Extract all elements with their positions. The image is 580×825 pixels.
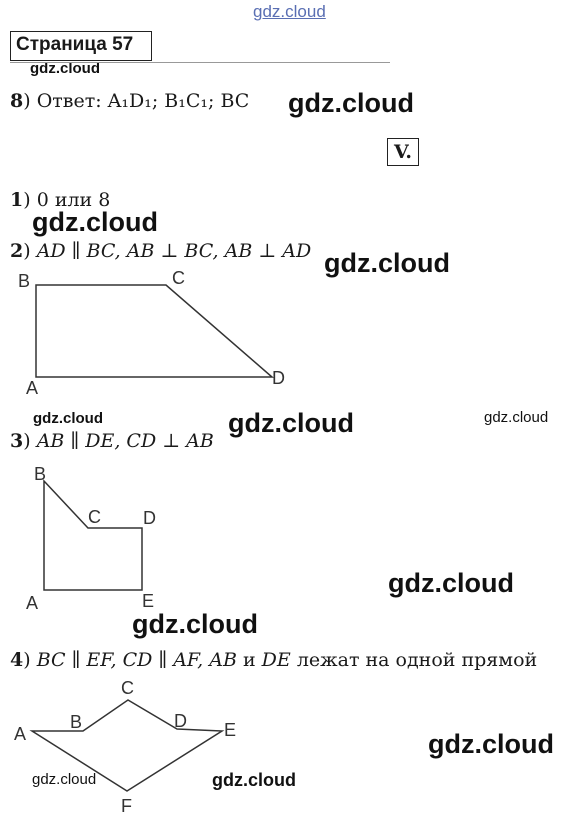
hexagon-shape	[29, 699, 225, 792]
vertex-label: E	[224, 720, 236, 740]
vertex-label: D	[174, 711, 187, 731]
vertex-label: D	[143, 508, 156, 528]
answer-text: Ответ: A₁D₁; B₁C₁; BC	[36, 90, 250, 112]
answer-text: AD ∥ BC, AB ⊥ BC, AB ⊥ AD	[36, 240, 312, 262]
trapezoid-figure: B C A D	[18, 268, 285, 398]
vertex-label: D	[272, 368, 285, 388]
answer-4: 4) BC ∥ EF, CD ∥ AF, AB и DE лежат на од…	[10, 649, 538, 671]
watermark: gdz.cloud	[484, 409, 549, 426]
watermark: gdz.cloud	[324, 248, 450, 278]
answer-math: BC ∥ EF, CD ∥ AF, AB	[36, 649, 237, 671]
answer-8: 8) Ответ: A₁D₁; B₁C₁; BC	[10, 90, 250, 112]
answer-2: 2) AD ∥ BC, AB ⊥ BC, AB ⊥ AD	[10, 240, 312, 262]
answer-text: 0 или 8	[36, 189, 111, 211]
answer-math: DE	[261, 649, 291, 671]
watermark: gdz.cloud	[228, 408, 354, 438]
watermark: gdz.cloud	[212, 770, 296, 790]
answer-number: 2	[10, 240, 24, 262]
vertex-label: C	[172, 268, 185, 288]
vertex-label: F	[121, 796, 132, 816]
section-label: V.	[387, 138, 419, 166]
hexagon-figure: A B C D E F	[14, 678, 236, 816]
trapezoid-shape	[35, 284, 275, 378]
vertex-label: A	[26, 593, 38, 613]
vertex-label: B	[70, 712, 82, 732]
watermark: gdz.cloud	[32, 207, 158, 237]
vertex-label: A	[26, 378, 38, 398]
watermark: gdz.cloud	[428, 729, 554, 759]
answer-number: 3	[10, 430, 24, 452]
pentagon-shape	[43, 479, 143, 591]
answer-text: лежат на одной прямой	[296, 649, 538, 671]
answer-number: 4	[10, 649, 24, 671]
watermark: gdz.cloud	[32, 771, 97, 788]
vertex-label: A	[14, 724, 26, 744]
vertex-label: B	[34, 464, 46, 484]
answer-text: и	[242, 649, 256, 671]
vertex-label: C	[121, 678, 134, 698]
watermark: gdz.cloud	[33, 410, 103, 427]
page-title: Страница 57	[10, 31, 152, 61]
vertex-label: E	[142, 591, 154, 611]
answer-number: 1	[10, 189, 24, 211]
divider	[10, 62, 390, 63]
answer-number: 8	[10, 90, 24, 112]
answer-text: AB ∥ DE, CD ⊥ AB	[36, 430, 214, 452]
watermark-top: gdz.cloud	[253, 2, 326, 21]
watermark: gdz.cloud	[132, 609, 258, 639]
vertex-label: B	[18, 271, 30, 291]
answer-1: 1) 0 или 8	[10, 189, 111, 211]
answer-3: 3) AB ∥ DE, CD ⊥ AB	[10, 430, 214, 452]
watermark: gdz.cloud	[30, 60, 100, 77]
watermark: gdz.cloud	[388, 568, 514, 598]
vertex-label: C	[88, 507, 101, 527]
watermark: gdz.cloud	[288, 88, 414, 118]
pentagon-figure: B C D A E	[26, 464, 156, 613]
